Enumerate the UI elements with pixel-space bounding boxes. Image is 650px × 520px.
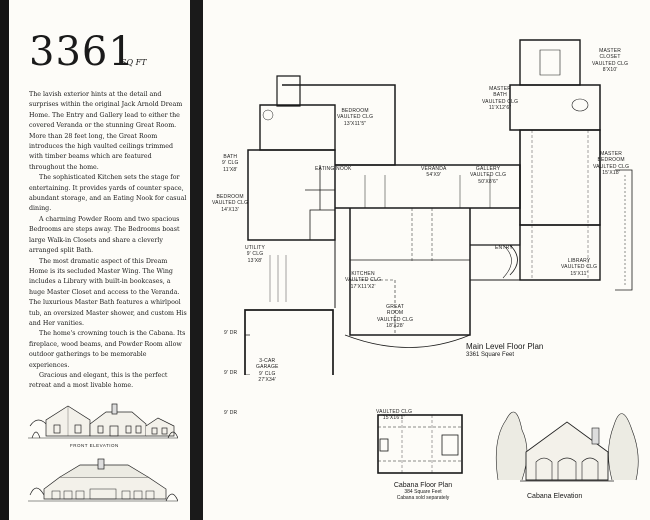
description-paragraph: The lavish exterior hints at the detail … bbox=[29, 91, 183, 171]
square-footage-number: 3361 bbox=[29, 29, 135, 75]
front-elevation-label: FRONT ELEVATION bbox=[70, 443, 119, 448]
main-plan-subtitle: 3361 Square Feet bbox=[466, 352, 515, 358]
garage-door-label: 9' DR bbox=[224, 370, 238, 376]
garage-door-label: 9' DR bbox=[224, 410, 238, 416]
main-floor-plan-drawing bbox=[244, 39, 633, 375]
description-paragraph: The most dramatic aspect of this Dream H… bbox=[29, 257, 187, 327]
front-elevation-drawing bbox=[28, 403, 178, 439]
square-footage-unit: SQ FT bbox=[121, 58, 147, 67]
room-label-veranda: VERANDA 54'x9' bbox=[421, 166, 447, 179]
cabana-plan-note: Cabana sold separately bbox=[396, 495, 450, 501]
room-label-master-bath: MASTER BATH VAULTED CLG 11'x12'6" bbox=[482, 86, 519, 112]
room-label-great-room: GREAT ROOM VAULTED CLG 18'x28' bbox=[377, 304, 414, 330]
sidebar-accent-bar bbox=[0, 0, 9, 520]
room-label-kitchen: KITCHEN VAULTED CLG 17'x11'x2' bbox=[345, 271, 382, 290]
main-plan-caption: Main Level Floor Plan 3361 Square Feet bbox=[466, 342, 543, 360]
room-label-eating-nook: EATING NOOK bbox=[315, 166, 352, 172]
description-paragraph: The sophisticated Kitchen sets the stage… bbox=[29, 174, 187, 213]
main-plan-title: Main Level Floor Plan bbox=[466, 342, 544, 351]
room-label-garage: 3-CAR GARAGE 9' CLG 27'x34' bbox=[256, 358, 279, 384]
rear-elevation-drawing bbox=[28, 458, 178, 502]
description-paragraph: A charming Powder Room and two spacious … bbox=[29, 215, 180, 255]
room-label-master-bedroom: MASTER BEDROOM VAULTED CLG 15'x18' bbox=[593, 151, 630, 177]
room-label-entry: ENTRY bbox=[495, 245, 513, 251]
description-paragraph: The home's crowning touch is the Cabana.… bbox=[29, 330, 186, 369]
cabana-elevation-drawing bbox=[495, 411, 639, 482]
cabana-plan-caption: Cabana Floor Plan 384 Square Feet Cabana… bbox=[383, 482, 463, 501]
room-label-bath: BATH 9' CLG 11'x8' bbox=[222, 154, 239, 173]
cabana-plan-title: Cabana Floor Plan bbox=[393, 482, 453, 489]
page-spine bbox=[190, 0, 203, 520]
cabana-floor-plan-drawing bbox=[377, 414, 463, 474]
room-label-library: LIBRARY VAULTED CLG 15'x11' bbox=[561, 258, 598, 277]
room-label-bedroom-upper: BEDROOM VAULTED CLG 13'x11'5" bbox=[337, 108, 374, 127]
garage-door-label: 9' DR bbox=[224, 330, 238, 336]
cabana-room-label: VAULTED CLG 15'x16'1" bbox=[376, 409, 413, 422]
description-paragraph: Gracious and elegant, this is the perfec… bbox=[29, 371, 168, 390]
room-label-gallery: GALLERY VAULTED CLG 50'x8'6" bbox=[470, 166, 507, 185]
cabana-plan-sqft: 384 Square Feet bbox=[404, 489, 442, 495]
room-label-bedroom-left: BEDROOM VAULTED CLG 14'x13' bbox=[212, 194, 249, 213]
room-label-utility: UTILITY 9' CLG 13'x8' bbox=[245, 245, 266, 264]
cabana-elevation-caption: Cabana Elevation bbox=[527, 493, 583, 500]
plan-description: The lavish exterior hints at the detail … bbox=[29, 90, 187, 392]
room-label-master-closet: MASTER CLOSET VAULTED CLG 8'x10' bbox=[592, 48, 629, 74]
